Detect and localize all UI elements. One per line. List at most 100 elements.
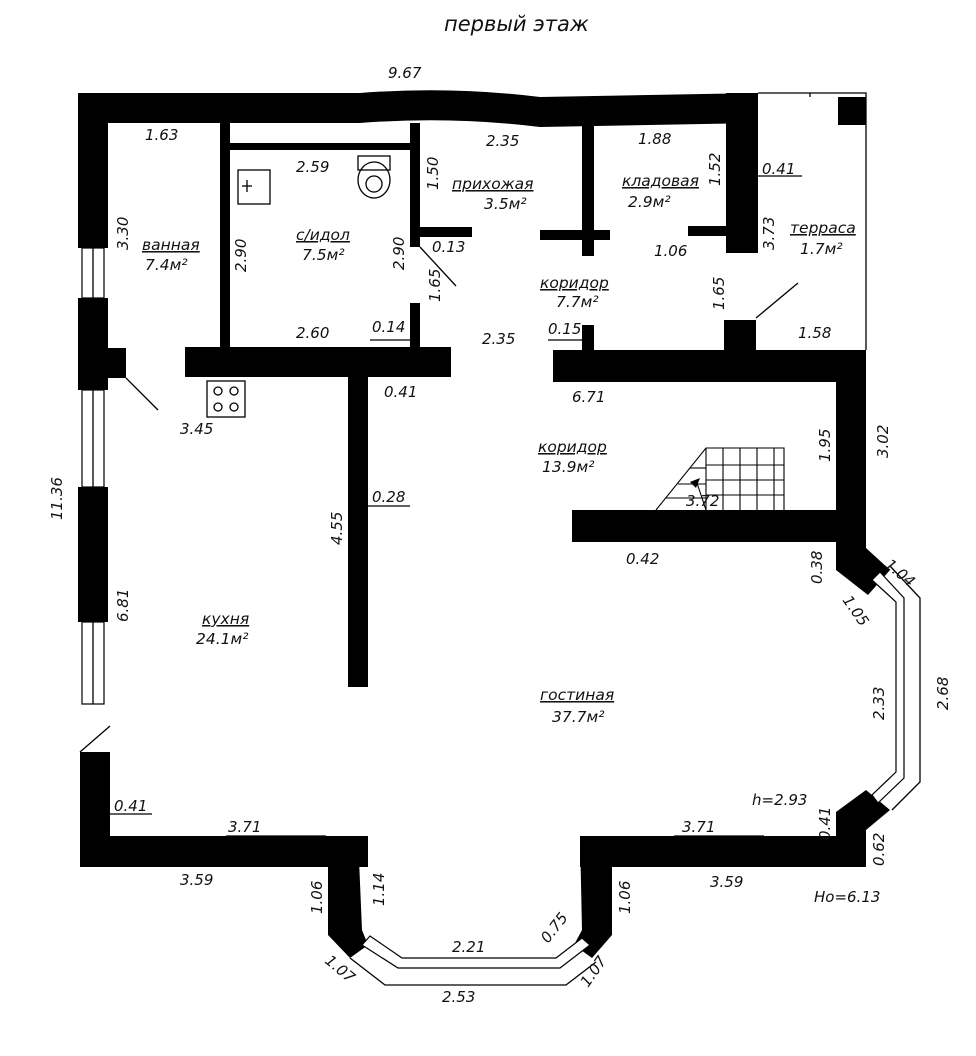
dim-106-br: 1.06 (616, 881, 634, 914)
room-area-sanuzel: 7.5м² (302, 246, 345, 264)
wall-left-top (78, 93, 108, 248)
dim-041-mid: 0.41 (384, 383, 417, 401)
dim-042: 0.42 (626, 550, 659, 568)
dim-260: 2.60 (296, 324, 329, 342)
door-swing-3 (755, 282, 799, 319)
dim-105: 1.05 (839, 592, 873, 630)
dim-041-br: 0.41 (816, 807, 834, 840)
dim-373: 3.73 (760, 217, 778, 250)
room-name-kladovaya: кладовая (622, 172, 699, 190)
room-area-vannaya: 7.4м² (145, 256, 188, 274)
plan-title: первый этаж (444, 12, 589, 36)
window-bay-bottom (361, 935, 591, 969)
room-area-koridor-2: 13.9м² (542, 458, 594, 476)
dim-259: 2.59 (296, 158, 329, 176)
staircase (655, 447, 785, 511)
wall-bottom-left (80, 836, 368, 867)
dim-150: 1.50 (424, 157, 442, 190)
door-swing-1 (125, 377, 159, 411)
window-bay-right (871, 571, 905, 804)
dim-188: 1.88 (638, 130, 671, 148)
dim-top-total: 9.67 (388, 64, 422, 82)
dim-114: 1.14 (370, 873, 388, 906)
dim-221: 2.21 (452, 938, 485, 956)
room-name-vannaya: ванная (142, 236, 200, 254)
dim-290-r: 2.90 (390, 237, 408, 270)
dim-235-mid: 2.35 (482, 330, 515, 348)
wall-right-bottom (836, 790, 890, 867)
wall-bay-left (328, 836, 368, 958)
wall-interior-h2 (553, 350, 866, 382)
room-name-kuhnya: кухня (202, 610, 249, 628)
room-area-koridor-1: 7.7м² (556, 293, 599, 311)
dim-165-l: 1.65 (426, 269, 444, 302)
room-name-sanuzel: с/идол (296, 226, 350, 244)
dim-ho: Ho=6.13 (814, 888, 880, 906)
dim-371-r: 3.71 (682, 818, 715, 836)
wall-bath-v1 (220, 123, 230, 347)
room-area-kuhnya: 24.1м² (196, 630, 248, 648)
dim-359-r: 3.59 (710, 873, 743, 891)
dim-028: 0.28 (372, 488, 405, 506)
door-swing-4 (79, 725, 111, 753)
room-name-koridor-1: коридор (540, 274, 609, 292)
wall-bottom-right (580, 836, 866, 867)
dim-106-kl: 1.06 (654, 242, 687, 260)
terrace-outline (758, 92, 867, 350)
wall-corr-stub (582, 325, 594, 350)
dim-106-bl: 1.06 (308, 881, 326, 914)
dimensions: 9.67 1.63 2.35 1.88 2.59 0.41 0.13 1.06 … (48, 64, 952, 1006)
dim-1136: 11.36 (48, 477, 66, 520)
room-area-prihozhaya: 3.5м² (484, 195, 527, 213)
wall-store-h1 (540, 230, 610, 240)
room-area-terrasa: 1.7м² (800, 240, 843, 258)
dim-h: h=2.93 (752, 791, 807, 809)
toilet-icon (357, 161, 391, 199)
dim-107-l: 1.07 (321, 951, 359, 987)
dim-671: 6.71 (572, 388, 605, 406)
room-name-prihozhaya: прихожая (452, 175, 534, 193)
dim-195: 1.95 (816, 429, 834, 462)
door-swing-2 (419, 246, 457, 287)
dim-041-tr: 0.41 (762, 160, 795, 178)
wall-interior-h1 (185, 347, 451, 377)
dim-302: 3.02 (874, 425, 892, 458)
wall-top (78, 90, 758, 127)
dim-015: 0.15 (548, 320, 581, 338)
dim-163: 1.63 (145, 126, 178, 144)
stove-icon (206, 380, 246, 418)
dim-290-l: 2.90 (232, 239, 250, 272)
dim-041-bl: 0.41 (114, 797, 147, 815)
wall-terrace-post (724, 320, 756, 352)
dim-158: 1.58 (798, 324, 831, 342)
dim-233: 2.33 (870, 687, 888, 720)
dim-013: 0.13 (432, 238, 465, 256)
wall-left-stub (78, 348, 126, 378)
room-area-kladovaya: 2.9м² (628, 193, 671, 211)
dim-253: 2.53 (442, 988, 475, 1006)
dim-165-r: 1.65 (710, 277, 728, 310)
wall-bath-v3 (410, 303, 420, 347)
dim-330: 3.30 (114, 217, 132, 250)
walls (78, 90, 890, 958)
dim-062: 0.62 (870, 833, 888, 866)
dim-152: 1.52 (706, 153, 724, 186)
sink-icon (237, 169, 271, 205)
windows (79, 92, 921, 986)
room-labels: ванная 7.4м² с/идол 7.5м² прихожая 3.5м²… (142, 172, 856, 726)
dim-075: 0.75 (537, 909, 572, 946)
dim-455: 4.55 (328, 512, 346, 545)
fixtures (206, 155, 391, 418)
wall-bath-v2 (410, 123, 420, 247)
wall-terrace-corner (838, 97, 866, 125)
wall-bay-right (574, 836, 612, 958)
dim-107-r: 1.07 (577, 952, 611, 990)
dim-371-l: 3.71 (228, 818, 261, 836)
wall-hall-stub (420, 227, 472, 237)
wall-store-right (726, 93, 758, 253)
dim-372: 3.72 (686, 492, 719, 510)
wall-bath-h (230, 143, 410, 150)
room-area-gostinaya: 37.7м² (552, 708, 604, 726)
dim-681: 6.81 (114, 589, 132, 622)
